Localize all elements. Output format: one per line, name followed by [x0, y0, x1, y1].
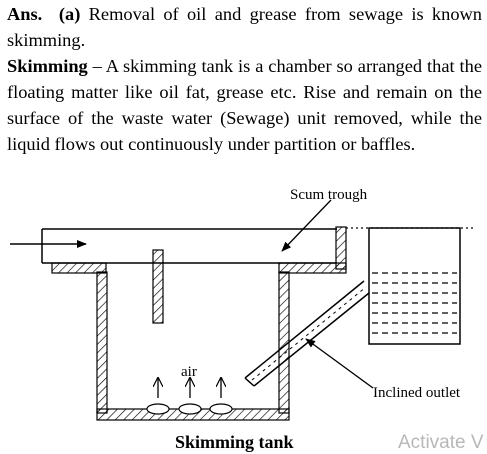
tank-left-wall	[96, 271, 108, 414]
answer-text: Removal of oil and grease from sewage is…	[7, 4, 482, 50]
definition-term: Skimming	[7, 56, 88, 76]
air-diffusers	[146, 378, 233, 415]
diagram-caption: Skimming tank	[175, 432, 294, 452]
scum-trough-pointer	[281, 199, 332, 252]
top-channel	[41, 228, 337, 264]
left-ledge	[51, 262, 107, 274]
air-label: air	[181, 364, 197, 380]
trough-end-wall	[335, 226, 347, 270]
baffle	[152, 249, 164, 324]
inclined-outlet-pipe	[244, 280, 370, 387]
answer-part: (a)	[58, 4, 81, 24]
inclined-outlet-pointer	[305, 338, 374, 389]
definition-paragraph: Skimming – A skimming tank is a chamber …	[7, 53, 482, 157]
definition-text: – A skimming tank is a chamber so arrang…	[7, 56, 482, 154]
answer-paragraph: Ans. (a) Removal of oil and grease from …	[7, 1, 482, 53]
activate-watermark: Activate V	[398, 432, 484, 453]
collection-box	[346, 227, 476, 345]
inclined-outlet-label: Inclined outlet	[373, 385, 461, 401]
scum-trough-label: Scum trough	[290, 187, 368, 203]
answer-prefix: Ans.	[7, 4, 43, 24]
